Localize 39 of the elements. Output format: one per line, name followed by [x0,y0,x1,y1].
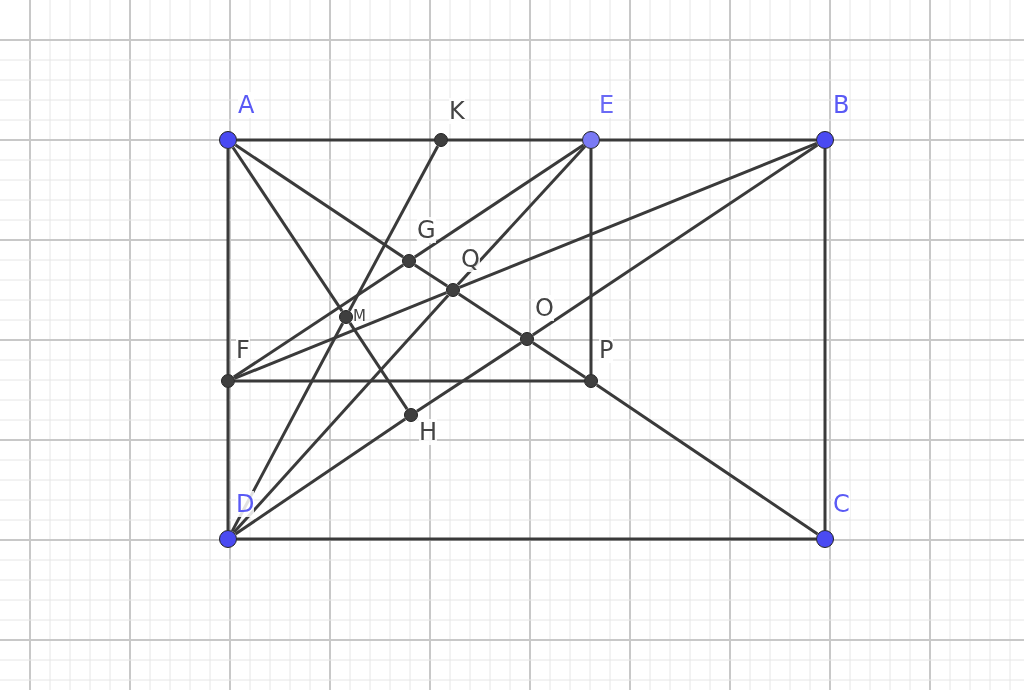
point-label: O [535,295,554,321]
line-segment [233,291,448,380]
point-label: Q [461,246,480,272]
line-segment [532,341,586,379]
line-segment [237,138,434,142]
point-label: P [599,337,614,363]
point-label: E [599,92,615,118]
point-label: H [419,419,438,445]
point-label: G [417,217,436,243]
line-segment [457,292,523,337]
line-segment [232,294,450,534]
line-segment [531,143,819,337]
line-segment [416,341,522,413]
line-segment [234,417,407,536]
line-segment [589,149,593,374]
line-segment [226,149,230,374]
point-label: M [353,309,366,323]
line-segment [823,149,827,530]
point-label: K [449,98,465,124]
line-segment [458,142,818,289]
line-segment [348,321,409,411]
line-segment [235,379,584,383]
line-segment [226,388,230,530]
line-segment [347,145,440,312]
line-segment [230,322,345,532]
line-segment [232,263,405,379]
line-segment [237,537,816,541]
line-segment [595,383,819,536]
point-label: C [833,491,850,517]
line-segment [600,138,816,142]
line-segment [231,146,344,313]
point-label: A [238,92,255,118]
point-label: D [236,491,255,517]
line-segment [413,263,449,288]
point-label: F [236,337,250,363]
line-segment [456,145,586,286]
line-segment [234,143,405,259]
line-segment [448,138,582,142]
line-segment [413,143,585,259]
